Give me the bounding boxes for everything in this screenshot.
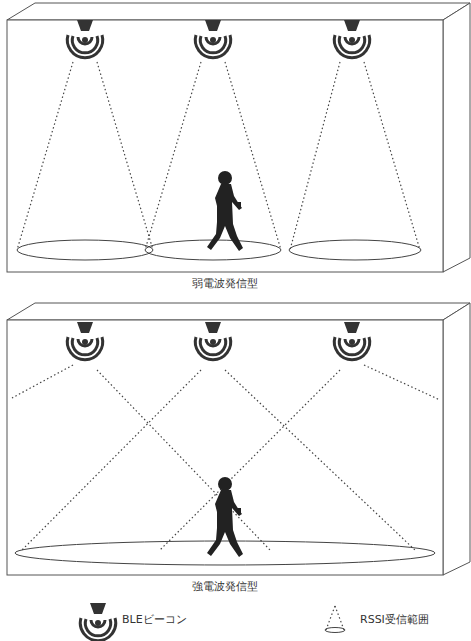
room-caption: 強電波発信型: [192, 580, 258, 593]
legend-beacon-icon: [80, 603, 115, 641]
legend-text: BLEビーコン: [122, 613, 187, 626]
room-strong: [7, 303, 470, 575]
room-weak: [7, 3, 470, 272]
legend-text: RSSI受信範囲: [360, 613, 429, 626]
legend-range-icon: [325, 606, 345, 633]
room-caption: 弱電波発信型: [192, 277, 258, 290]
